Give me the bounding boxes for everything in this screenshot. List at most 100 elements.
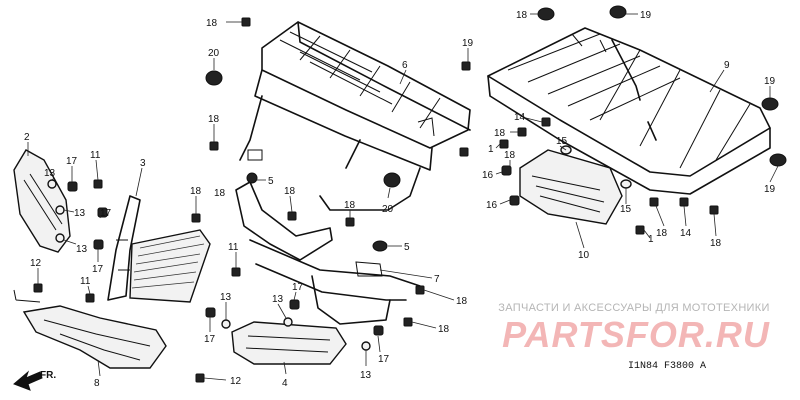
callout-label: 13 — [272, 294, 284, 305]
callout-label: 10 — [578, 250, 590, 261]
callout-label: 5 — [404, 242, 410, 253]
grommet-19-icon — [769, 153, 787, 167]
grommet-5-icon — [372, 240, 388, 252]
callout-label: 19 — [640, 10, 652, 21]
callout-label: 9 — [724, 60, 730, 71]
bolt-1-icon — [635, 225, 645, 235]
bolt-18-icon — [287, 211, 297, 221]
callout-label: 5 — [268, 176, 274, 187]
callout-label: 18 — [516, 10, 528, 21]
grommet-13-icon — [283, 317, 293, 327]
callout-label: 12 — [230, 376, 242, 387]
orientation-label: FR. — [40, 370, 56, 381]
callout-label: 18 — [206, 18, 218, 29]
callout-label: 13 — [76, 244, 88, 255]
callout-label: 18 — [438, 324, 450, 335]
callout-label: 11 — [228, 242, 239, 253]
grommet-20-icon — [205, 70, 223, 86]
callout-label: 13 — [44, 168, 56, 179]
front-direction-arrow-icon: FR. — [13, 370, 56, 391]
bolt-18-icon — [191, 213, 201, 223]
callout-label: 6 — [402, 60, 408, 71]
grommet-13-icon — [47, 179, 57, 189]
grommet-20-icon — [383, 172, 401, 188]
grommet-13-icon — [221, 319, 231, 329]
callout-label: 17 — [204, 334, 216, 345]
grommet-15-icon — [620, 179, 632, 189]
bolt-12-icon — [195, 373, 205, 383]
callout-label: 17 — [100, 208, 112, 219]
callout-label: 3 — [140, 158, 146, 169]
front-grille-mesh — [129, 229, 211, 303]
bolt-11-icon — [231, 267, 241, 277]
grommet-19-icon — [609, 5, 627, 19]
front-side-bracket-part-3 — [107, 195, 141, 301]
bolt-18-icon — [209, 141, 219, 151]
callout-label: 17 — [92, 264, 104, 275]
bolt-17-icon — [93, 239, 104, 250]
bolt-18-icon — [517, 127, 527, 137]
bolt-12-icon — [33, 283, 43, 293]
grommet-19-icon — [761, 97, 779, 111]
fastener-hardware — [33, 5, 787, 383]
callout-label: 13 — [220, 292, 232, 303]
lower-front-skid-part-8 — [13, 289, 167, 369]
callout-label: 18 — [656, 228, 668, 239]
bolt-17-icon — [205, 307, 216, 318]
callout-label: 8 — [94, 378, 100, 389]
callout-label: 7 — [434, 274, 440, 285]
callout-labels: 18 20 6 18 5 20 18 18 18 5 7 18 18 19 19… — [24, 10, 776, 389]
callout-label: 16 — [482, 170, 494, 181]
callout-label: 12 — [30, 258, 42, 269]
callout-label: 20 — [382, 204, 394, 215]
callout-label: 18 — [214, 188, 226, 199]
callout-label: 18 — [494, 128, 506, 139]
front-carrier-rack-part-9 — [487, 27, 771, 195]
callout-label: 1 — [488, 144, 494, 155]
bolt-18-icon — [709, 205, 719, 215]
bolt-18-icon — [459, 147, 469, 157]
rear-carrier-rack-part-6 — [239, 21, 471, 211]
callout-label: 19 — [462, 38, 474, 49]
front-fender-panel-part-2 — [13, 149, 71, 253]
leader-lines — [27, 13, 779, 381]
bolt-11-icon — [93, 179, 103, 189]
callout-label: 20 — [208, 48, 220, 59]
callout-label: 15 — [620, 204, 632, 215]
callout-label: 18 — [344, 200, 356, 211]
grommet-19-icon — [537, 7, 555, 21]
diagram-reference-code: I1N84 F3800 A — [628, 361, 707, 372]
bolt-17-icon — [289, 299, 300, 310]
watermark-brand: PARTSFOR.RU — [502, 314, 770, 355]
callout-label: 18 — [456, 296, 468, 307]
bolt-17-icon — [67, 181, 78, 192]
callout-label: 18 — [208, 114, 220, 125]
callout-label: 18 — [284, 186, 296, 197]
fender-trim-part-4 — [231, 321, 347, 365]
bolt-18-icon — [415, 285, 425, 295]
bolt-14-icon — [679, 197, 689, 207]
callout-label: 18 — [504, 150, 516, 161]
bolt-14-icon — [541, 117, 551, 127]
bolt-18-icon — [461, 61, 471, 71]
callout-label: 14 — [514, 112, 526, 123]
grommet-13-icon — [55, 205, 65, 215]
callout-label: 2 — [24, 132, 30, 143]
callout-label: 11 — [90, 150, 101, 161]
bolt-18-icon — [403, 317, 413, 327]
callout-label: 13 — [74, 208, 86, 219]
callout-label: 1 — [648, 234, 654, 245]
callout-label: 13 — [360, 370, 372, 381]
callout-label: 18 — [190, 186, 202, 197]
grommet-13-icon — [55, 233, 65, 243]
callout-label: 19 — [764, 76, 776, 87]
skid-plate-part-10 — [519, 149, 623, 225]
callout-label: 4 — [282, 378, 288, 389]
bolt-18-icon — [649, 197, 659, 207]
grommet-13-icon — [361, 341, 371, 351]
grommet-5-icon — [246, 172, 258, 184]
callout-label: 18 — [710, 238, 722, 249]
callout-label: 15 — [556, 136, 568, 147]
